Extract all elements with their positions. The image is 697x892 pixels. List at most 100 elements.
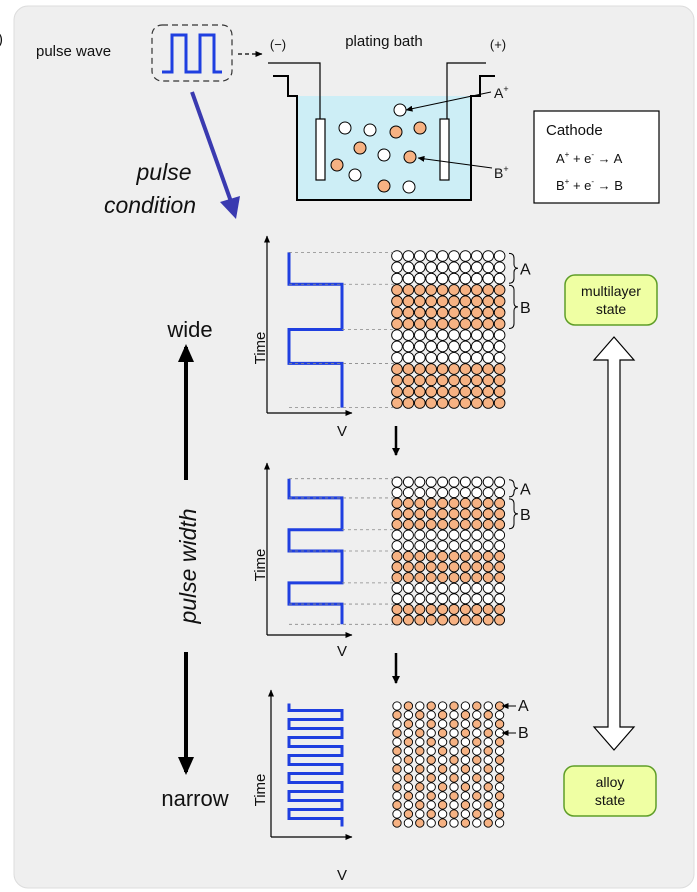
atom-b xyxy=(482,306,495,319)
atom-a xyxy=(459,593,471,605)
atom-a xyxy=(449,710,459,720)
atom-a xyxy=(448,582,460,594)
atom-a xyxy=(494,529,506,541)
atom-b xyxy=(426,773,436,783)
atom-b xyxy=(391,550,403,562)
ion-b xyxy=(413,121,427,135)
atom-a xyxy=(472,782,482,792)
atom-b xyxy=(402,614,414,626)
pulse-condition-line1: pulse xyxy=(136,159,192,185)
atom-b xyxy=(493,363,506,375)
atom-b xyxy=(471,519,483,530)
ion-a xyxy=(393,103,407,117)
atom-a xyxy=(482,272,495,285)
atom-a xyxy=(436,329,449,341)
atom-a xyxy=(470,340,483,353)
atom-a xyxy=(494,818,505,828)
atom-a xyxy=(482,540,494,552)
atom-a xyxy=(494,487,506,499)
atom-b xyxy=(413,306,426,319)
atom-a xyxy=(415,809,425,819)
atom-a xyxy=(493,340,506,353)
atom-a xyxy=(449,782,459,792)
atom-a xyxy=(493,351,506,364)
atom-a xyxy=(448,476,460,488)
atom-b xyxy=(471,614,483,626)
atom-b xyxy=(472,791,482,801)
minus-terminal-label: (−) xyxy=(270,37,286,52)
atom-a xyxy=(425,487,437,499)
atom-a xyxy=(436,351,449,364)
atom-b xyxy=(392,728,402,738)
atom-a xyxy=(482,261,495,274)
atom-b xyxy=(448,385,460,398)
atom-a xyxy=(413,261,426,274)
atom-b xyxy=(460,710,471,720)
atom-a xyxy=(494,800,505,810)
atom-b xyxy=(482,614,494,626)
atom-a xyxy=(494,764,505,774)
atom-b xyxy=(414,508,426,520)
atom-b xyxy=(482,572,494,583)
atom-b xyxy=(436,363,449,375)
atom-a xyxy=(403,710,414,720)
ion-a-label: A+ xyxy=(494,84,509,101)
atom-b xyxy=(426,737,436,747)
reaction-a: A+ + e- → A xyxy=(556,150,623,166)
atom-a xyxy=(460,773,471,783)
atom-b xyxy=(437,519,449,530)
atom-a xyxy=(414,476,426,488)
atom-a xyxy=(415,755,425,765)
atom-b xyxy=(459,284,472,296)
atom-a xyxy=(494,710,505,720)
atom-b xyxy=(460,746,471,756)
atom-b xyxy=(425,519,437,530)
atom-b xyxy=(472,737,482,747)
atom-b xyxy=(402,550,414,562)
atom-a xyxy=(460,809,471,819)
atom-a xyxy=(471,582,483,594)
atom-b xyxy=(437,746,448,756)
atom-b xyxy=(460,800,471,810)
pulse-wave-box xyxy=(151,24,233,82)
atom-b xyxy=(425,374,438,387)
atom-a xyxy=(414,593,426,605)
atom-a xyxy=(426,818,436,828)
atom-b xyxy=(448,614,460,626)
ion-b xyxy=(353,141,367,155)
atom-a xyxy=(391,540,403,552)
atom-a xyxy=(392,773,402,783)
atom-b xyxy=(449,809,459,819)
atom-b xyxy=(482,318,495,330)
atom-b xyxy=(425,318,438,330)
atom-a xyxy=(460,701,471,711)
atom-a xyxy=(415,773,425,783)
atom-a xyxy=(459,351,472,364)
atom-b xyxy=(392,764,402,774)
atom-a xyxy=(425,329,438,341)
pulse-width-label: pulse width xyxy=(175,508,201,624)
atom-a xyxy=(413,329,426,341)
atom-b xyxy=(437,782,448,792)
atom-b xyxy=(391,519,403,530)
atom-a xyxy=(413,272,426,285)
atom-a xyxy=(392,791,402,801)
atom-a xyxy=(392,809,402,819)
atom-a xyxy=(437,719,448,729)
atom-a xyxy=(437,540,449,552)
atom-a xyxy=(482,593,494,605)
time-axis-label: Time xyxy=(252,774,269,807)
atom-a xyxy=(494,782,505,792)
atom-b xyxy=(437,561,449,573)
atom-b xyxy=(448,603,460,615)
atom-a xyxy=(425,593,437,605)
atom-b xyxy=(425,550,437,562)
atom-b xyxy=(482,295,495,308)
atom-b xyxy=(425,614,437,626)
layer-b-label: B xyxy=(518,725,529,742)
atom-b xyxy=(448,519,460,530)
atom-b xyxy=(414,614,426,626)
atom-b xyxy=(402,284,415,296)
atom-a xyxy=(472,764,482,774)
